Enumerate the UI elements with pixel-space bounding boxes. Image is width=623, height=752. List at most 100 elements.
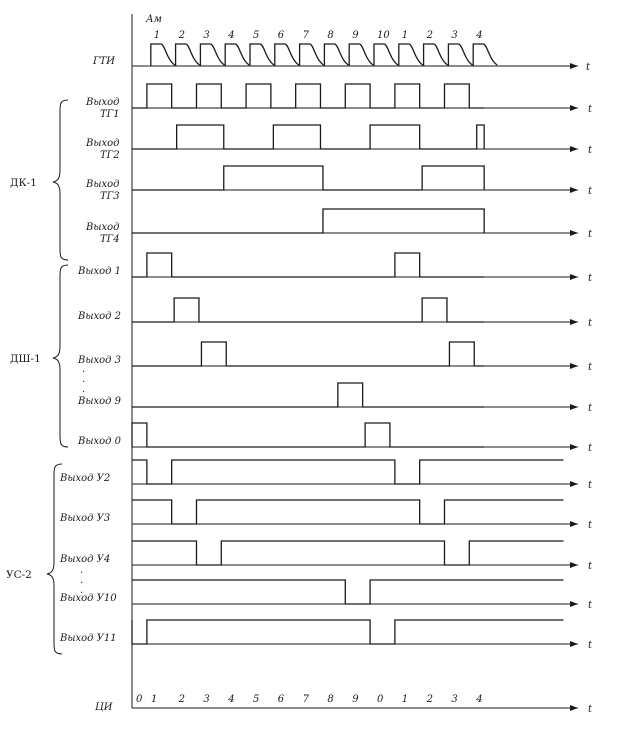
- dsh-axis-arrow: [570, 444, 578, 450]
- dk-axis-arrow: [570, 230, 578, 236]
- t-label: t: [588, 520, 593, 531]
- us-axis-arrow: [570, 521, 578, 527]
- dsh-signal-label: Выход 1: [77, 266, 121, 277]
- us-brace: [46, 463, 63, 655]
- gti-pulse: [398, 43, 424, 66]
- pulse-number: 1: [154, 30, 160, 41]
- us-ellipsis: .: [80, 575, 83, 586]
- gti-pulse: [249, 43, 275, 66]
- header-label: Ам: [145, 14, 162, 25]
- pulse-number: 9: [352, 30, 359, 41]
- gti-pulse: [150, 43, 176, 66]
- dsh-axis-arrow: [570, 404, 578, 410]
- dsh-signal-label: Выход 2: [77, 311, 121, 322]
- gti-label: ГТИ: [92, 56, 115, 67]
- dsh-group-label: ДШ-1: [10, 353, 41, 365]
- dsh-ellipsis: .: [82, 384, 85, 395]
- gti-pulse: [298, 43, 324, 66]
- us-axis-arrow: [570, 601, 578, 607]
- dsh-waveform: [131, 422, 485, 448]
- t-label: t: [588, 443, 593, 454]
- ci-number: 8: [327, 694, 333, 705]
- gti-pulse: [274, 43, 300, 66]
- ci-number: 7: [303, 694, 310, 705]
- dk-waveform: [132, 165, 485, 191]
- pulse-number: 10: [377, 30, 390, 41]
- dk-signal-sublabel: ТГ1: [100, 109, 120, 120]
- t-label: t: [588, 273, 593, 284]
- us-signal-label: Выход У4: [59, 554, 110, 565]
- dk-signal-label: Выход: [85, 222, 120, 233]
- dk-signal-label: Выход: [85, 138, 120, 149]
- pulse-number: 2: [426, 30, 433, 41]
- gti-axis-arrow: [570, 63, 578, 69]
- ci-number: 4: [475, 694, 482, 705]
- pulse-number: 8: [327, 30, 333, 41]
- gti-pulse: [373, 43, 399, 66]
- us-waveform: [132, 499, 564, 525]
- ci-axis-line-arrow: [570, 705, 578, 711]
- us-waveform: [132, 540, 564, 566]
- pulse-number: 5: [253, 30, 259, 41]
- dsh-ellipsis: .: [82, 374, 85, 385]
- pulse-number: 3: [451, 30, 457, 41]
- t-label: t: [588, 704, 593, 715]
- dsh-signal-label: Выход 9: [77, 396, 122, 407]
- dsh-waveform: [132, 297, 485, 323]
- us-ellipsis: .: [80, 565, 83, 576]
- gti-pulse: [323, 43, 349, 66]
- ci-number: 5: [253, 694, 259, 705]
- ci-number: 4: [227, 694, 234, 705]
- dk-signal-label: Выход: [85, 97, 120, 108]
- ci-number: 0: [136, 694, 143, 705]
- gti-pulse: [224, 43, 250, 66]
- gti-pulse: [422, 43, 448, 66]
- gti-pulse: [447, 43, 473, 66]
- t-label: t: [588, 403, 593, 414]
- dsh-signal-label: Выход 0: [77, 436, 122, 447]
- ci-number: 1: [402, 694, 408, 705]
- t-label: t: [588, 229, 593, 240]
- gti-pulse: [472, 43, 498, 66]
- dsh-brace: [52, 264, 69, 448]
- us-axis-arrow: [570, 641, 578, 647]
- us-group-label: УС-2: [6, 569, 32, 581]
- us-signal-label: Выход У2: [59, 473, 110, 484]
- gti-pulse: [174, 43, 200, 66]
- dk-axis-arrow: [570, 187, 578, 193]
- dk-waveform: [132, 83, 485, 109]
- dk-waveform: [132, 124, 485, 150]
- dsh-axis-arrow: [570, 274, 578, 280]
- ci-number: 6: [278, 694, 285, 705]
- dk-group-label: ДК-1: [10, 177, 37, 189]
- dsh-ellipsis: .: [82, 364, 85, 375]
- dsh-axis-arrow: [570, 363, 578, 369]
- pulse-number: 1: [402, 30, 408, 41]
- t-label: t: [588, 145, 593, 156]
- dsh-waveform: [132, 382, 485, 408]
- us-axis-arrow: [570, 562, 578, 568]
- gti-pulse: [199, 43, 225, 66]
- t-label: t: [588, 640, 593, 651]
- dk-signal-sublabel: ТГ3: [100, 191, 120, 202]
- ci-label: ЦИ: [95, 702, 113, 713]
- pulse-number: 4: [227, 30, 234, 41]
- us-axis-arrow: [570, 481, 578, 487]
- ci-axis: [132, 705, 578, 711]
- us-waveform: [132, 459, 564, 485]
- dsh-axis-arrow: [570, 319, 578, 325]
- t-label: t: [588, 600, 593, 611]
- t-label: t: [588, 561, 593, 572]
- pulse-number: 3: [203, 30, 209, 41]
- us-waveform: [132, 579, 564, 605]
- gti-pulse: [348, 43, 374, 66]
- t-label: t: [588, 186, 593, 197]
- ci-number: 1: [151, 694, 157, 705]
- t-label: t: [588, 362, 593, 373]
- gti-row: [132, 43, 578, 69]
- dsh-waveform: [132, 341, 485, 367]
